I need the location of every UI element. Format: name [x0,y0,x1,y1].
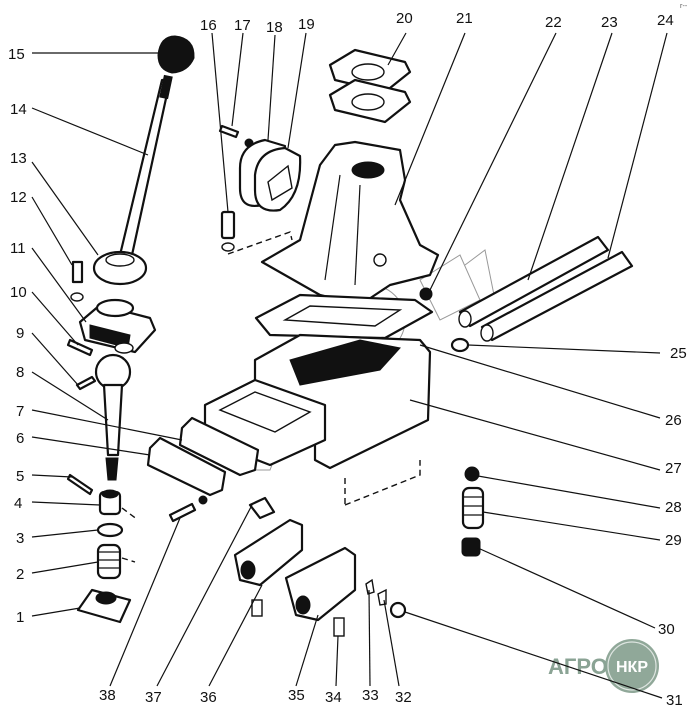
part-1-slider [76,588,132,624]
logo-text-right: НКР [616,659,648,676]
part-38-bolt [168,495,208,523]
part-17-bolt [218,124,254,148]
part-36-shift-fork [233,518,304,617]
callout-15: 15 [8,46,25,63]
part-37-plug [248,496,276,520]
callout-34: 34 [325,689,342,706]
part-27-main-housing [203,333,432,506]
callout-26: 26 [665,412,682,429]
leader-31 [404,611,663,699]
callout-10: 10 [10,284,27,301]
part-34-bolt [333,617,345,637]
callout-8: 8 [16,364,24,381]
part-10-pin [66,338,94,357]
callout-18: 18 [266,19,283,36]
part-9-pin [75,375,97,391]
callout-20: 20 [396,10,413,27]
logo-text-left: АГРО [548,654,608,679]
callout-17: 17 [234,17,251,34]
part-11-flange-housing [78,298,157,354]
part-35-shift-fork [284,546,357,622]
part-19-cover-plate [253,146,302,212]
part-30-plug [461,537,481,557]
callout-12: 12 [10,189,27,206]
callout-4: 4 [14,495,22,512]
callout-36: 36 [200,689,217,706]
callout-22: 22 [545,14,562,31]
callout-31: 31 [666,692,683,709]
callout-32: 32 [395,689,412,706]
part-2-spring [96,543,136,580]
agro-nkr-logo-watermark: АГРО НКР [548,639,659,693]
callout-5: 5 [16,468,24,485]
callout-13: 13 [10,150,27,167]
callout-38: 38 [99,687,116,704]
corner-mark: г-- [680,3,688,10]
callout-37: 37 [145,689,162,706]
callout-2: 2 [16,566,24,583]
part-25-o-ring [450,337,470,353]
callout-9: 9 [16,325,24,342]
callout-25: 25 [670,345,687,362]
part-4-bushing [98,489,139,521]
part-16-bolt [220,210,293,255]
part-8-lower-lever [94,353,132,481]
callout-3: 3 [16,530,24,547]
part-29-spring [461,486,485,530]
part-12-bolt [70,260,84,302]
callout-27: 27 [665,460,682,477]
part-14-lever-rod [118,74,173,257]
callout-14: 14 [10,101,27,118]
callout-23: 23 [601,14,618,31]
callout-7: 7 [16,403,24,420]
part-31-plug [389,601,407,619]
callout-21: 21 [456,10,473,27]
part-15-knob [157,35,195,74]
callout-30: 30 [658,621,675,638]
callout-6: 6 [16,430,24,447]
callout-19: 19 [298,16,315,33]
part-3-washer [96,522,124,538]
callout-35: 35 [288,687,305,704]
part-13-boot [92,250,148,286]
callout-29: 29 [665,532,682,549]
callout-24: 24 [657,12,674,29]
part-26-top-gasket [254,293,434,340]
logo-circle [605,639,659,693]
part-7-gasket [178,416,260,477]
callout-33: 33 [362,687,379,704]
callout-labels: 1 2 3 4 5 6 7 8 9 10 11 12 13 14 15 16 1… [8,10,687,706]
part-24-shift-rod [480,250,634,342]
part-5-pin [66,473,94,496]
part-28-ball [464,466,480,482]
callout-1: 1 [16,609,24,626]
part-23-shift-rod [458,235,610,328]
callout-16: 16 [200,17,217,34]
part-20-gaskets [328,48,412,124]
part-6-gasket [146,436,227,497]
part-33-lock-washer [365,578,375,595]
leader-lines [31,32,668,687]
part-22-ball [419,287,433,301]
callout-11: 11 [10,240,26,257]
callout-28: 28 [665,499,682,516]
